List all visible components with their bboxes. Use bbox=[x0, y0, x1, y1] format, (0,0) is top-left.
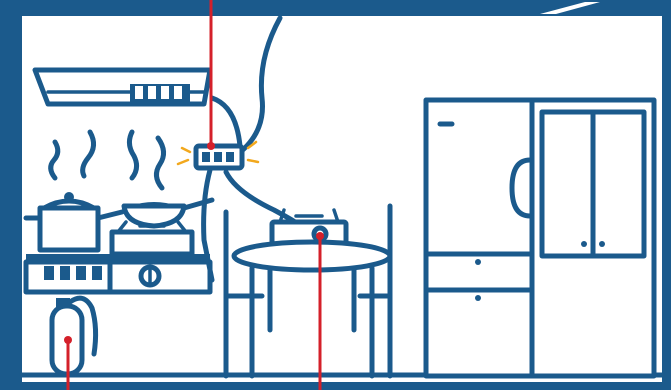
range-hood-icon bbox=[35, 70, 210, 104]
portable-stove-icon bbox=[272, 210, 346, 244]
cabinet-icon bbox=[532, 100, 654, 376]
refrigerator-icon bbox=[426, 100, 532, 376]
gas-stove-icon bbox=[112, 222, 192, 254]
kitchen-counter bbox=[26, 254, 210, 292]
